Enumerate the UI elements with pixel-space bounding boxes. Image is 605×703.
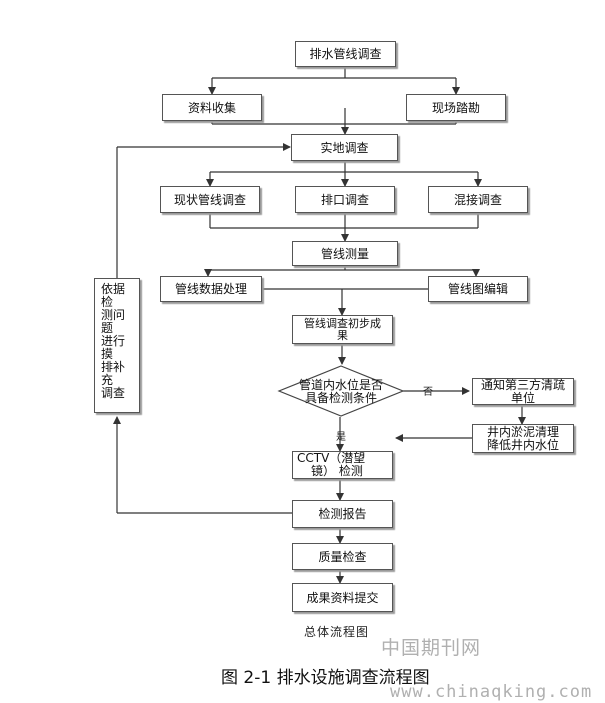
node-data-collection: 资料收集 (162, 94, 262, 121)
no-label: 否 (423, 387, 433, 398)
node-supplementary-survey: 依据检 测问题 进行摸 排补充 调查 (94, 278, 140, 413)
node-outlet-survey: 排口调查 (295, 186, 395, 213)
node-quality-check: 质量检查 (292, 543, 393, 570)
node-notify-third-party: 通知第三方清疏单位 (472, 378, 574, 405)
figure-caption: 图 2-1 排水设施调查流程图 (221, 668, 430, 688)
node-site-reconnaissance: 现场踏勘 (406, 94, 506, 121)
node-misconnection-survey: 混接调查 (428, 186, 528, 213)
node-inspection-report: 检测报告 (292, 500, 393, 528)
node-desilting: 井内淤泥清理降低井内水位 (472, 424, 574, 453)
watermark-url: www.chinaqking.com (390, 682, 593, 702)
node-field-survey: 实地调查 (291, 134, 398, 161)
decision-text: 管道内水位是否 具备检测条件 (291, 379, 391, 405)
node-pipeline-data-processing: 管线数据处理 (160, 276, 262, 302)
node-pipeline-measurement: 管线测量 (292, 241, 398, 266)
decision-text-line-1: 管道内水位是否 (298, 378, 383, 392)
diagram-caption-inner: 总体流程图 (304, 625, 370, 639)
node-results-submission: 成果资料提交 (292, 583, 393, 612)
node-pipeline-map-editing: 管线图编辑 (428, 276, 528, 302)
watermark-cn: 中国期刊网 (381, 637, 482, 659)
node-preliminary-results: 管线调查初步成果 (292, 315, 393, 344)
node-drainage-survey: 排水管线调查 (295, 41, 396, 67)
node-existing-pipeline-survey: 现状管线调查 (160, 186, 260, 213)
decision-text-line-2: 具备检测条件 (304, 391, 377, 405)
node-cctv-inspection: CCTV（潜望镜） 检测 (292, 451, 393, 479)
decision-diamond (277, 365, 405, 417)
yes-label: 是 (336, 432, 346, 443)
